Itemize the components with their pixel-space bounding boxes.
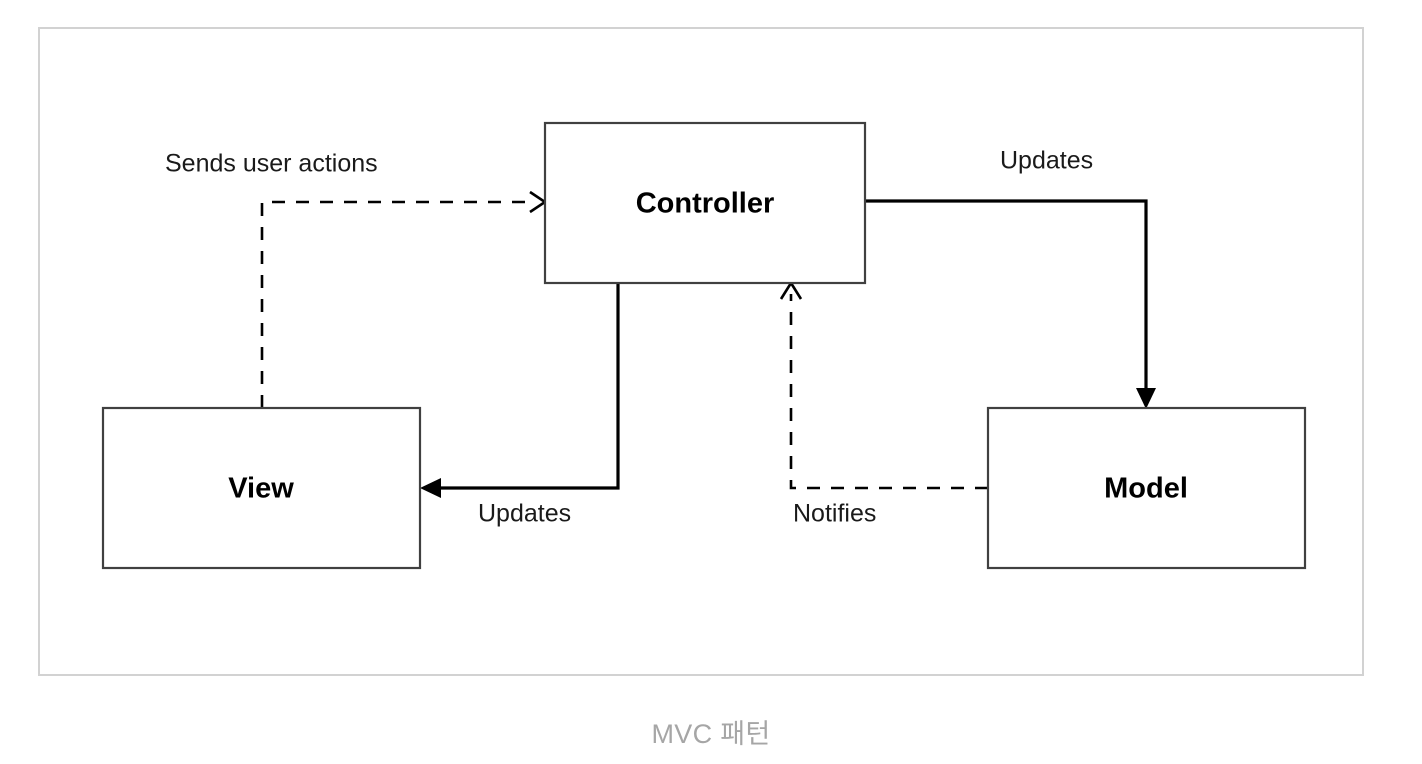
edge-view-to-controller-arrowhead-icon — [529, 190, 548, 214]
edge-label-updates-view: Updates — [478, 500, 571, 528]
node-view-box[interactable] — [101, 406, 422, 570]
edge-controller-to-model: Updates — [865, 147, 1156, 409]
edge-label-updates-model: Updates — [1000, 147, 1093, 175]
edge-label-sends-user-actions: Sends user actions — [165, 150, 378, 178]
edge-label-notifies: Notifies — [793, 500, 876, 528]
edge-controller-to-model-line — [865, 199, 1148, 396]
node-model[interactable]: Model — [986, 406, 1307, 570]
mvc-diagram: Sends user actions Updates Updates Notif… — [101, 121, 1307, 570]
edge-model-to-controller: Notifies — [779, 280, 988, 528]
edge-controller-to-view-arrowhead-icon — [420, 478, 441, 498]
node-controller[interactable]: Controller — [543, 121, 867, 285]
edge-controller-to-view: Updates — [420, 283, 620, 528]
node-controller-label: Controller — [636, 188, 775, 220]
edge-model-to-controller-line — [789, 294, 988, 490]
edge-controller-to-model-arrowhead-icon — [1136, 388, 1156, 409]
node-controller-box[interactable] — [543, 121, 867, 285]
edge-view-to-controller-line — [260, 200, 536, 408]
node-view[interactable]: View — [101, 406, 422, 570]
edge-controller-to-view-line — [433, 283, 620, 490]
node-model-box[interactable] — [986, 406, 1307, 570]
edge-view-to-controller: Sends user actions — [165, 150, 548, 408]
node-model-label: Model — [1104, 473, 1188, 505]
node-view-label: View — [228, 473, 294, 505]
diagram-caption: MVC 패턴 — [651, 719, 771, 749]
